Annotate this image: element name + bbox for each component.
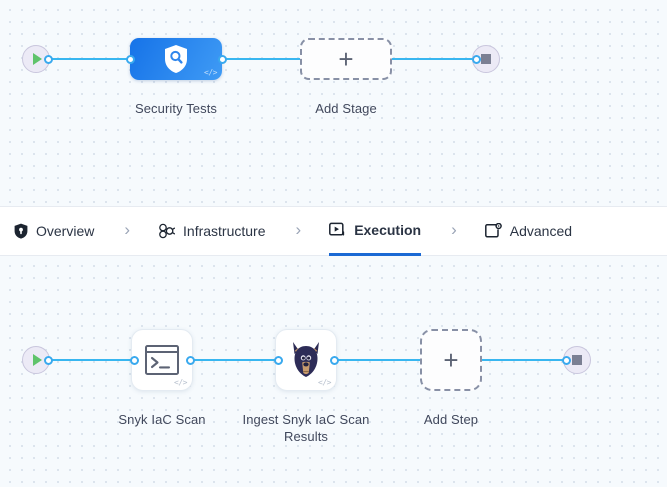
snyk-doberman-icon <box>293 342 319 377</box>
port-snyk-iac-scan-in[interactable] <box>130 355 139 365</box>
step-node-snyk-iac-scan[interactable]: </> <box>131 329 193 391</box>
terminal-icon <box>145 345 179 375</box>
wire-ingest-to-add-step <box>334 359 420 361</box>
port-step-end-in[interactable] <box>562 355 571 365</box>
add-step-button[interactable]: + <box>420 329 482 391</box>
wire-start-to-snyk-iac-scan <box>44 359 134 361</box>
stop-icon <box>572 355 582 365</box>
pipeline-tabbar: Overview › Infrastructure › <box>0 206 667 256</box>
port-security-tests-in[interactable] <box>126 54 135 64</box>
code-badge: </> <box>318 378 331 387</box>
window-gear-icon <box>484 223 502 239</box>
port-start-out[interactable] <box>44 54 53 64</box>
tab-label-overview: Overview <box>36 223 95 239</box>
wire-snyk-iac-scan-to-ingest <box>190 359 278 361</box>
add-step-label: Add Step <box>423 412 479 427</box>
cluster-nodes-icon <box>158 223 176 239</box>
stage-node-security-tests[interactable]: </> <box>130 38 222 80</box>
tab-advanced[interactable]: Advanced <box>484 207 573 256</box>
stop-icon <box>481 54 491 64</box>
step-canvas[interactable]: </> Snyk IaC Scan <box>0 256 667 487</box>
tab-separator-2: › <box>295 220 302 239</box>
add-stage-label: Add Stage <box>315 101 377 116</box>
code-badge: </> <box>174 378 187 387</box>
step-pipeline-start-node[interactable] <box>22 346 50 374</box>
stage-canvas[interactable]: </> Security Tests + Add Stage <box>0 0 667 206</box>
tab-execution[interactable]: Execution <box>329 207 422 256</box>
port-ingest-out[interactable] <box>330 355 339 365</box>
play-box-icon <box>329 222 346 237</box>
tab-label-execution: Execution <box>354 221 422 238</box>
port-ingest-in[interactable] <box>274 355 283 365</box>
tab-separator-1: › <box>124 220 131 239</box>
wire-add-step-to-end <box>482 359 572 361</box>
shield-search-icon <box>165 45 187 73</box>
play-icon <box>32 53 42 65</box>
plus-icon: + <box>338 44 354 74</box>
add-stage-button[interactable]: + <box>300 38 392 80</box>
plus-icon: + <box>443 345 459 375</box>
tab-label-infrastructure: Infrastructure <box>183 223 266 239</box>
step-label-snyk-iac-scan: Snyk IaC Scan <box>118 412 206 427</box>
port-snyk-iac-scan-out[interactable] <box>186 355 195 365</box>
port-security-tests-out[interactable] <box>218 54 227 64</box>
shield-icon <box>14 223 28 239</box>
tab-label-advanced: Advanced <box>509 223 573 239</box>
port-end-in[interactable] <box>472 54 481 64</box>
stage-label-security-tests: Security Tests <box>134 101 218 116</box>
tab-overview[interactable]: Overview <box>14 207 94 256</box>
port-step-start-out[interactable] <box>44 355 53 365</box>
step-label-ingest-snyk-iac-scan-results: Ingest Snyk IaC Scan Results <box>242 412 370 444</box>
code-badge: </> <box>204 68 217 77</box>
wire-security-tests-to-add-stage <box>222 58 306 60</box>
tab-infrastructure[interactable]: Infrastructure <box>158 207 266 256</box>
tab-separator-3: › <box>451 220 457 239</box>
wire-start-to-security-tests <box>44 58 130 60</box>
wire-add-stage-to-end <box>390 58 478 60</box>
step-node-ingest-snyk-iac-scan-results[interactable]: </> <box>275 329 337 391</box>
play-icon <box>32 354 42 366</box>
